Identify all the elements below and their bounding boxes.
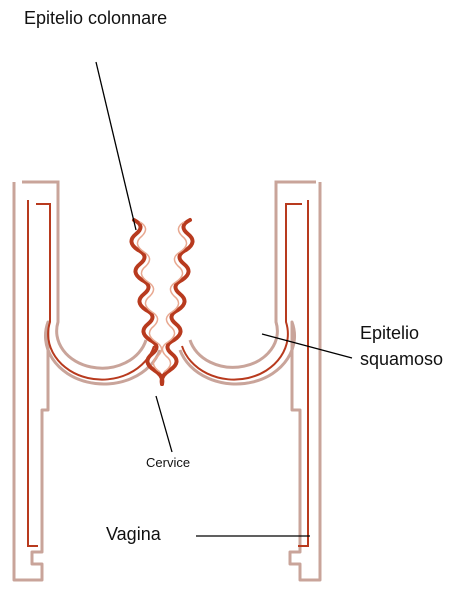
left-inner-wall: [28, 200, 38, 546]
label-epitelio-squamoso: Epitelio squamoso: [360, 320, 443, 372]
leader-line-cervice: [156, 396, 172, 452]
right-fornix-mucosa: [182, 204, 302, 380]
label-vagina: Vagina: [106, 524, 161, 545]
label-epitelio-colonnare: Epitelio colonnare: [24, 8, 167, 29]
leader-line-colonnare: [96, 62, 136, 230]
columnar-epithelium-left: [131, 220, 162, 384]
right-fornix-inner: [190, 182, 316, 367]
left-fornix-inner: [22, 182, 146, 368]
label-cervice: Cervice: [146, 456, 190, 471]
label-epitelio-squamoso-line1: Epitelio: [360, 320, 443, 346]
right-outer-wall: [180, 182, 320, 580]
left-fornix-mucosa: [36, 204, 154, 380]
label-epitelio-squamoso-line2: squamoso: [360, 346, 443, 372]
